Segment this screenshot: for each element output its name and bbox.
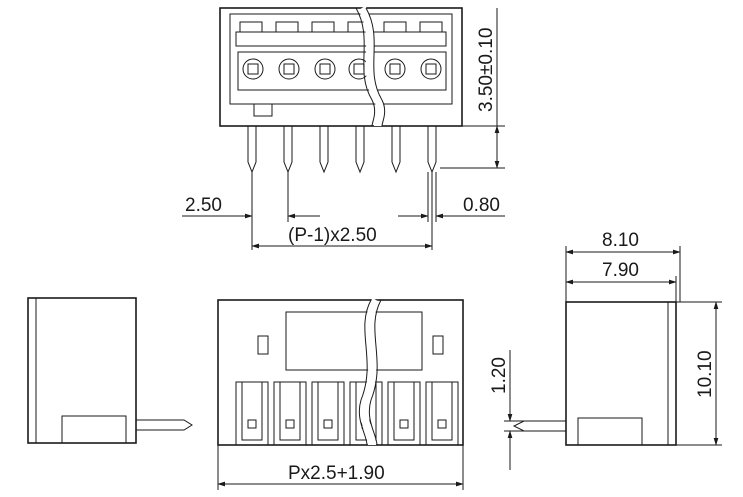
pins-top-view bbox=[247, 126, 437, 174]
front-width-label: Px2.5+1.90 bbox=[288, 463, 385, 484]
side-inner-width-label: 7.90 bbox=[602, 260, 639, 281]
span-label: (P-1)x2.50 bbox=[288, 225, 377, 246]
height-tolerance-label: 3.50±0.10 bbox=[476, 28, 497, 112]
contacts-row bbox=[235, 381, 459, 446]
side-height-label: 10.10 bbox=[695, 350, 716, 398]
terminal-screws bbox=[237, 51, 447, 91]
pin-offset-label: 1.20 bbox=[489, 357, 510, 394]
pitch-label: 2.50 bbox=[185, 195, 222, 216]
left-side-view bbox=[27, 297, 193, 444]
front-view: Px2.5+1.90 bbox=[217, 298, 464, 490]
pin-width-label: 0.80 bbox=[463, 195, 500, 216]
latch-row bbox=[235, 21, 447, 47]
top-view: 3.50±0.10 2.50 0.80 (P-1)x2.50 bbox=[182, 6, 505, 250]
side-outer-width-label: 8.10 bbox=[602, 230, 639, 251]
right-side-view: 8.10 7.90 10.10 1.20 bbox=[489, 230, 722, 470]
